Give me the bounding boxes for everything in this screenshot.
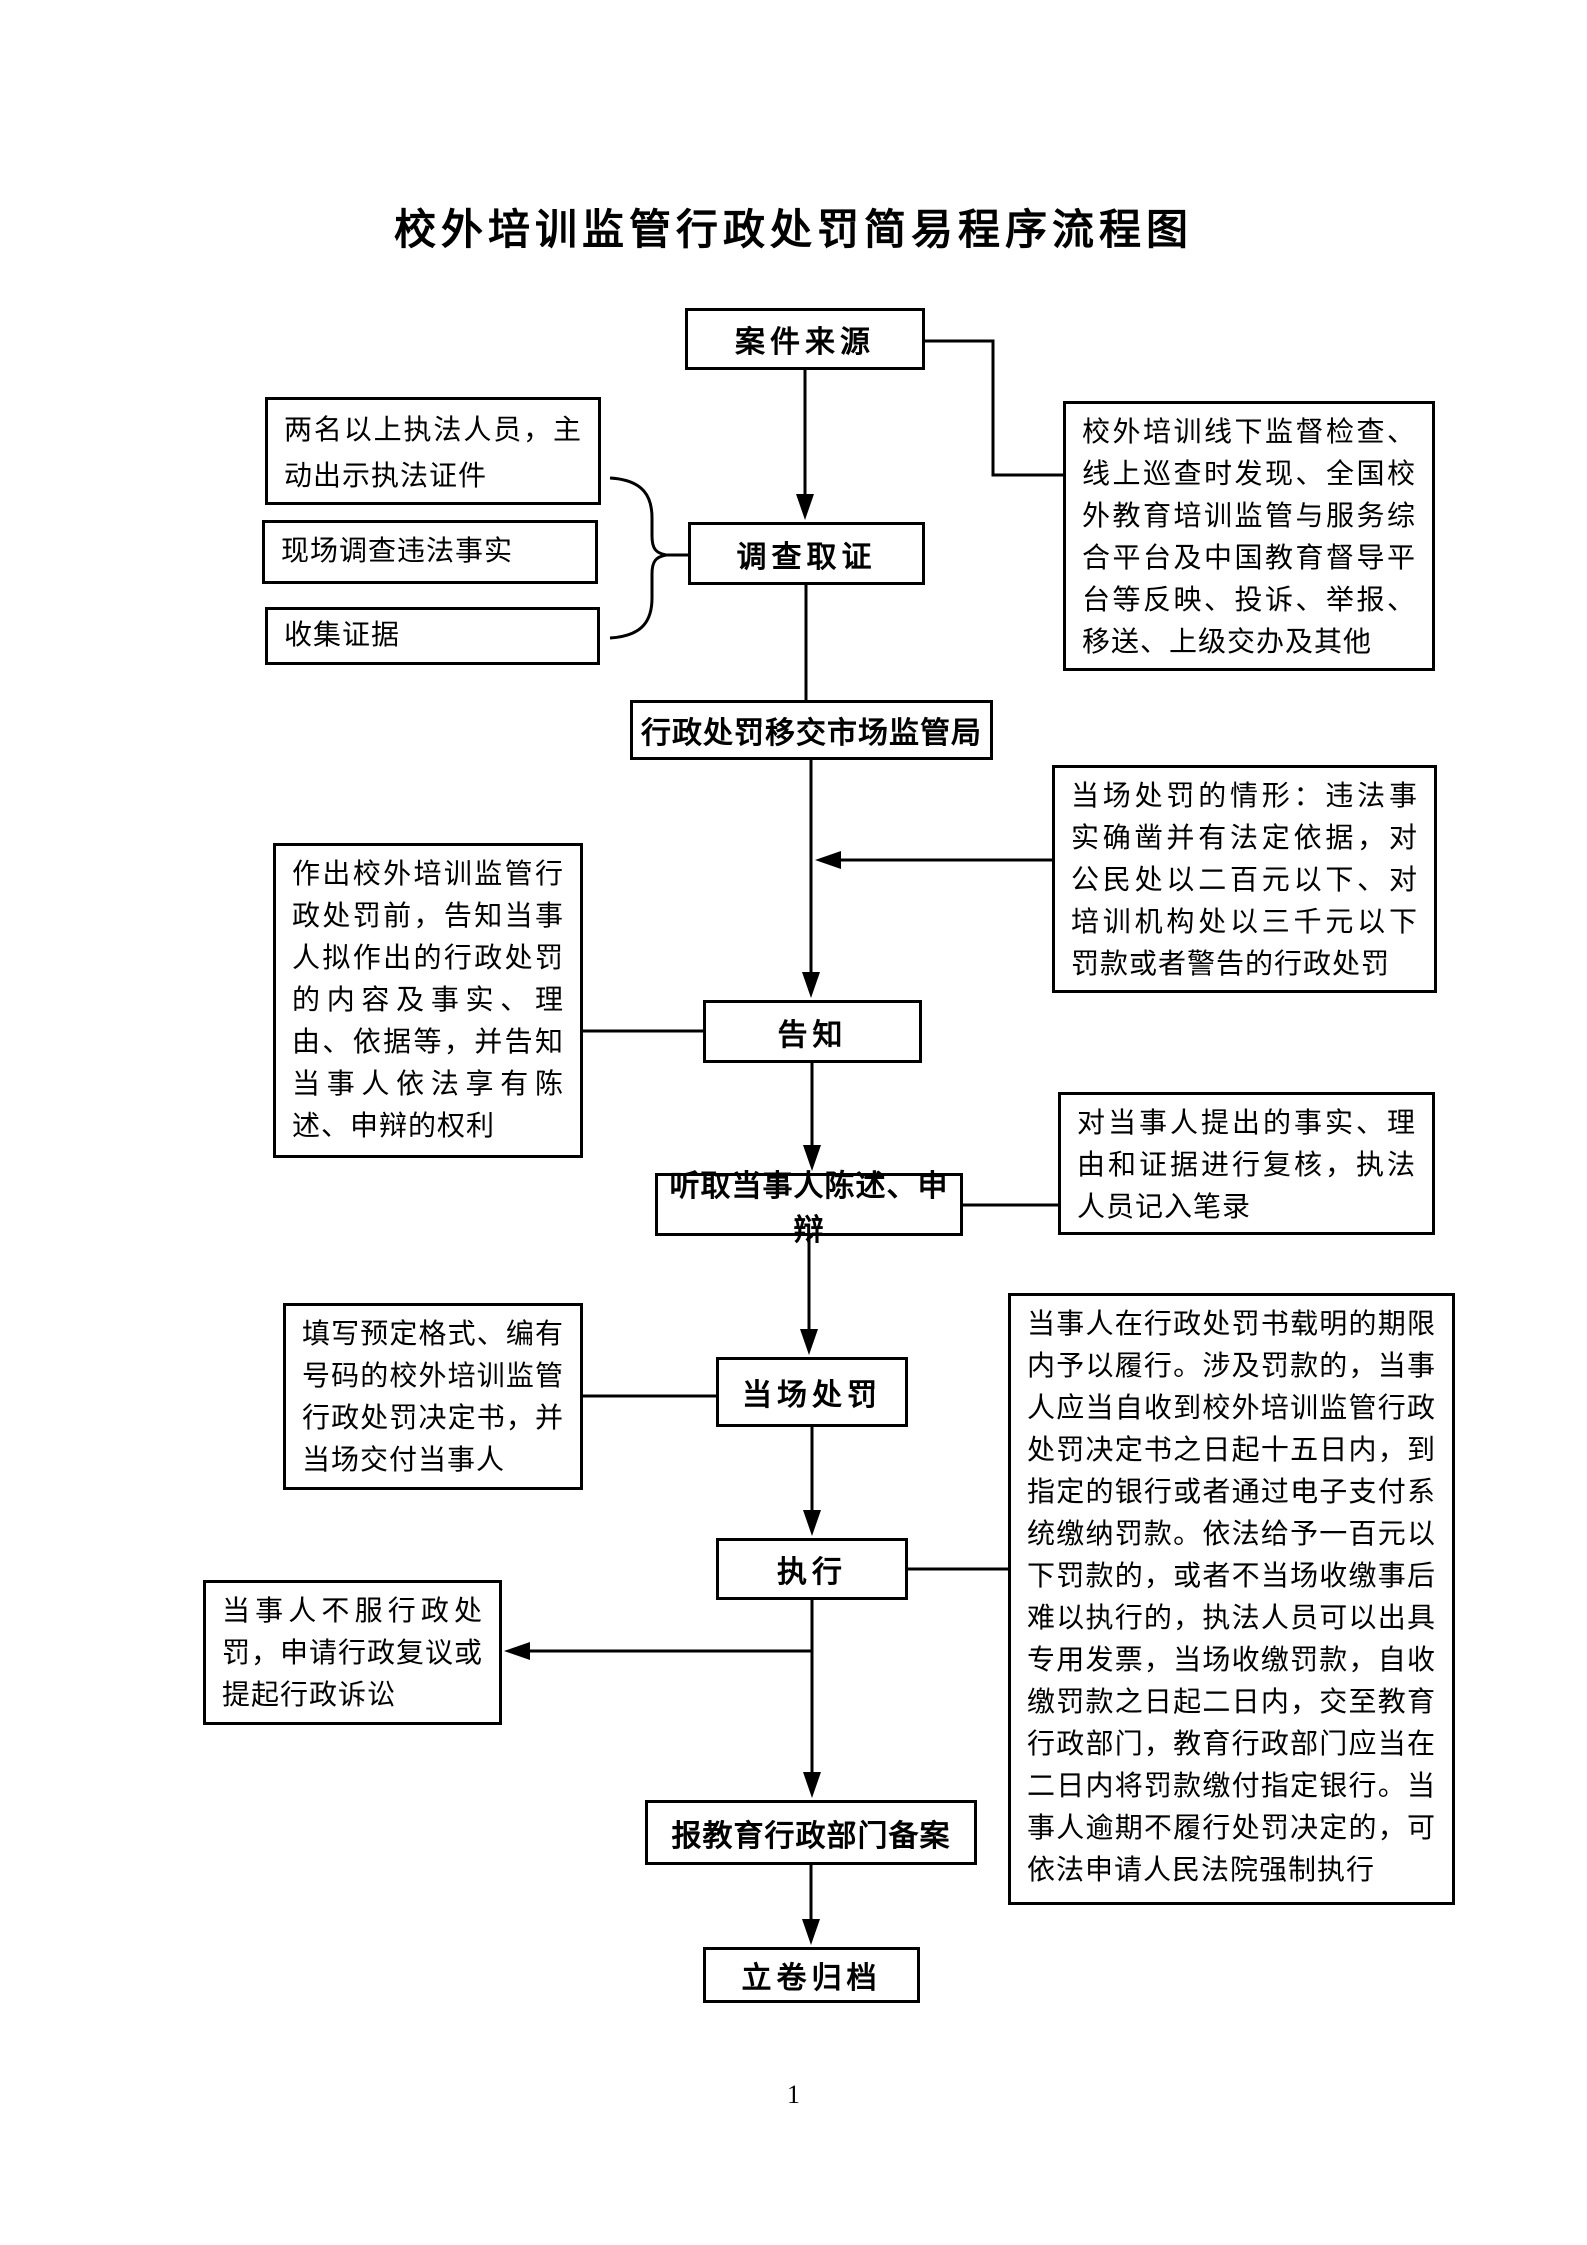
arrowhead-report xyxy=(803,1772,821,1798)
note-objection: 当事人不服行政处罚，申请行政复议或提起行政诉讼 xyxy=(203,1580,502,1725)
node-listen-statement: 听取当事人陈述、申辩 xyxy=(655,1170,963,1247)
node-execute: 执行 xyxy=(716,1538,908,1600)
note-two-officers: 两名以上执法人员，主动出示执法证件 xyxy=(265,397,601,505)
note-fill-decision: 填写预定格式、编有号码的校外培训监管行政处罚决定书，并当场交付当事人 xyxy=(283,1303,583,1490)
node-archive: 立卷归档 xyxy=(703,1947,920,2003)
note-review-record: 对当事人提出的事实、理由和证据进行复核，执法人员记入笔录 xyxy=(1058,1092,1435,1235)
note-prior-notice: 作出校外培训监管行政处罚前，告知当事人拟作出的行政处罚的内容及事实、理由、依据等… xyxy=(273,843,583,1158)
node-transfer-market-bureau: 行政处罚移交市场监管局 xyxy=(630,700,993,760)
arrowhead-execute xyxy=(803,1510,821,1536)
connector-case-to-channels xyxy=(925,339,1063,477)
node-onsite-penalty: 当场处罚 xyxy=(716,1357,908,1427)
arrowhead-listen xyxy=(803,1145,821,1171)
note-case-channels: 校外培训线下监督检查、线上巡查时发现、全国校外教育培训监管与服务综合平台及中国教… xyxy=(1063,401,1435,671)
note-onsite-penalty-conditions: 当场处罚的情形：违法事实确凿并有法定依据，对公民处以二百元以下、对培训机构处以三… xyxy=(1052,765,1437,993)
note-execution-detail: 当事人在行政处罚书载明的期限内予以履行。涉及罚款的，当事人应当自收到校外培训监管… xyxy=(1008,1293,1455,1905)
arrowhead-archive xyxy=(802,1919,820,1945)
note-collect-evidence: 收集证据 xyxy=(265,607,600,665)
node-case-source: 案件来源 xyxy=(685,308,925,370)
arrowhead-conditions xyxy=(815,851,841,869)
node-investigate: 调查取证 xyxy=(688,522,925,585)
brace-left-investigate xyxy=(609,476,667,640)
node-report-education-dept: 报教育行政部门备案 xyxy=(645,1800,977,1865)
arrowhead-investigate xyxy=(796,494,814,520)
arrowhead-inform xyxy=(802,972,820,998)
arrowhead-objection xyxy=(504,1642,530,1660)
node-inform: 告知 xyxy=(703,1000,922,1063)
note-onsite-investigation: 现场调查违法事实 xyxy=(262,520,598,584)
page-number: 1 xyxy=(787,2080,800,2109)
page-title: 校外培训监管行政处罚简易程序流程图 xyxy=(393,208,1193,254)
arrowhead-onsite xyxy=(800,1329,818,1355)
